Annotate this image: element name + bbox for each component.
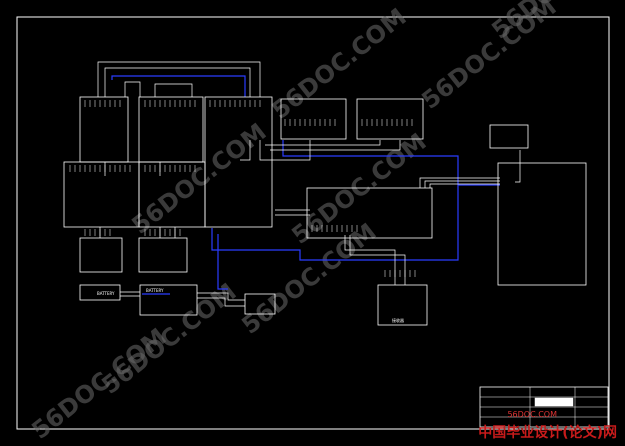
connector-label: BATTERY xyxy=(97,291,115,296)
wiring xyxy=(97,61,521,307)
drawing-frame xyxy=(16,16,610,430)
mid-module-block xyxy=(306,187,433,239)
brand-mini-url: 56DOC.COM xyxy=(507,410,557,419)
lower-small-block xyxy=(377,284,428,326)
title-block-grid xyxy=(480,387,608,427)
left-lower-block-b xyxy=(138,161,206,228)
bottom-left-block-a xyxy=(79,237,123,273)
big-right-block xyxy=(497,162,587,286)
watermark: 56DOC.COM xyxy=(126,118,271,240)
watermark: 56DOC.COM xyxy=(486,0,625,45)
right-small-block xyxy=(489,124,529,149)
block-labels: 接收器 BATTERY BATTERY xyxy=(97,288,404,323)
site-brand: 56DOC.COM 中国毕业设计(论文)网 xyxy=(478,410,617,442)
top-left-block-b xyxy=(138,96,204,163)
brand-text: 中国毕业设计(论文)网 xyxy=(478,425,617,441)
connector-right xyxy=(244,293,276,315)
pin-marks xyxy=(69,100,416,277)
small-top-block-1 xyxy=(280,98,347,140)
watermark: 56DOC.COM xyxy=(26,323,171,445)
block-label: 接收器 xyxy=(392,317,404,323)
top-left-block-a xyxy=(79,96,129,163)
bus-lines xyxy=(111,75,500,295)
connector-label: BATTERY xyxy=(146,288,164,293)
watermark: 56DOC.COM xyxy=(266,3,411,125)
connector-left xyxy=(79,284,121,301)
small-top-block-2 xyxy=(356,98,424,140)
connector-mid xyxy=(139,284,198,316)
bottom-left-block-b xyxy=(138,237,188,273)
watermark-layer: 56DOC.COM 56DOC.COM 56DOC.COM 56DOC.COM … xyxy=(26,0,625,445)
